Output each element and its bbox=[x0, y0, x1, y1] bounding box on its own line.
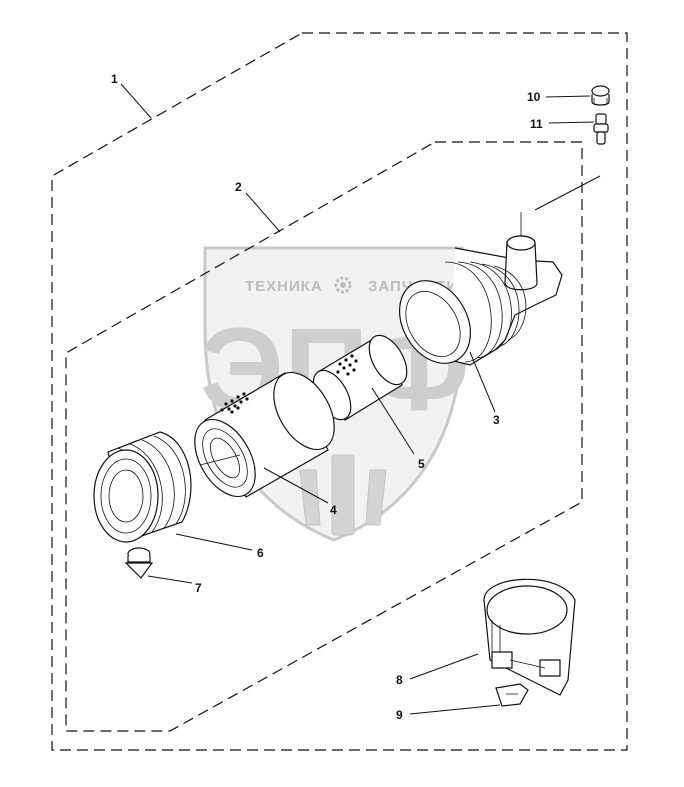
callout-11: 11 bbox=[530, 117, 543, 131]
callout-9: 9 bbox=[396, 708, 403, 722]
callout-2: 2 bbox=[235, 180, 242, 194]
leader-4 bbox=[263, 467, 329, 504]
callout-7: 7 bbox=[195, 581, 202, 595]
callout-5: 5 bbox=[418, 457, 425, 471]
callout-10: 10 bbox=[527, 90, 541, 104]
clamp-part-8 bbox=[483, 578, 576, 696]
leader-10 bbox=[545, 95, 591, 98]
leader-8 bbox=[409, 653, 479, 680]
watermark-left-text: ТЕХНИКА bbox=[245, 278, 323, 295]
cover-part-6 bbox=[93, 431, 241, 543]
assembly-1-outline bbox=[51, 32, 628, 751]
leader-1 bbox=[120, 83, 152, 119]
gear-icon bbox=[334, 276, 352, 294]
leader-2 bbox=[245, 192, 281, 233]
leader-5 bbox=[371, 387, 415, 455]
leader-6 bbox=[175, 533, 253, 551]
leader-3 bbox=[469, 351, 496, 413]
callout-3: 3 bbox=[493, 413, 500, 427]
cap-part-10 bbox=[591, 85, 610, 106]
valve-part-7 bbox=[124, 547, 154, 579]
wheat-icon bbox=[299, 454, 387, 536]
callout-8: 8 bbox=[396, 673, 403, 687]
leader-11 bbox=[548, 121, 595, 124]
clip-part-9 bbox=[495, 683, 529, 707]
fitting-part-11 bbox=[593, 113, 609, 145]
callouts: 1 2 3 4 5 6 7 8 9 10 11 bbox=[111, 72, 543, 722]
callout-1: 1 bbox=[111, 72, 118, 86]
leader-9 bbox=[409, 704, 501, 715]
assembly-2-outline bbox=[65, 141, 583, 732]
callout-6: 6 bbox=[257, 546, 264, 560]
housing-part-3 bbox=[399, 175, 601, 366]
outer-filter-part-4 bbox=[194, 371, 335, 498]
callout-4: 4 bbox=[330, 503, 337, 517]
leader-7 bbox=[147, 575, 193, 584]
leader-lines bbox=[120, 83, 595, 715]
